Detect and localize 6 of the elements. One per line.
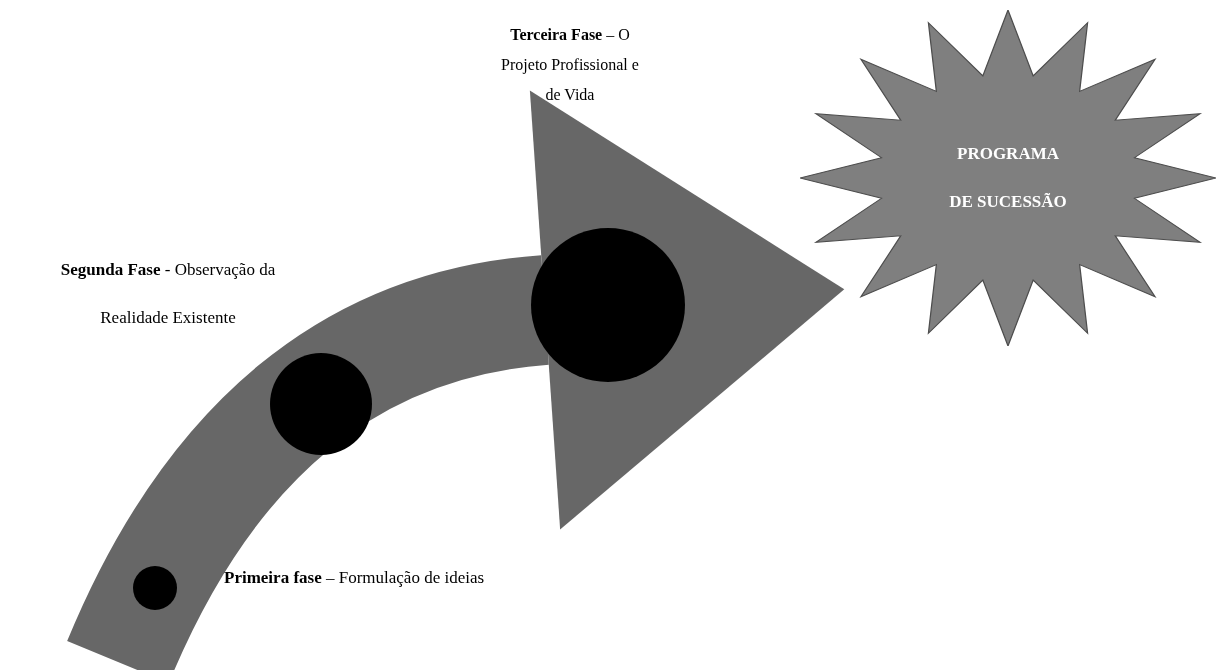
star-shape	[800, 10, 1216, 346]
phase-label: Terceira Fase – O Projeto Profissional e de Vida	[500, 25, 640, 105]
curved-arrow	[67, 91, 843, 670]
phase-label: Segunda Fase - Observação da Realidade Existente	[59, 259, 277, 329]
phase-label: Primeira fase – Formulação de ideias	[224, 567, 486, 589]
star-label: PROGRAMA DE SUCESSÃO	[948, 143, 1068, 213]
